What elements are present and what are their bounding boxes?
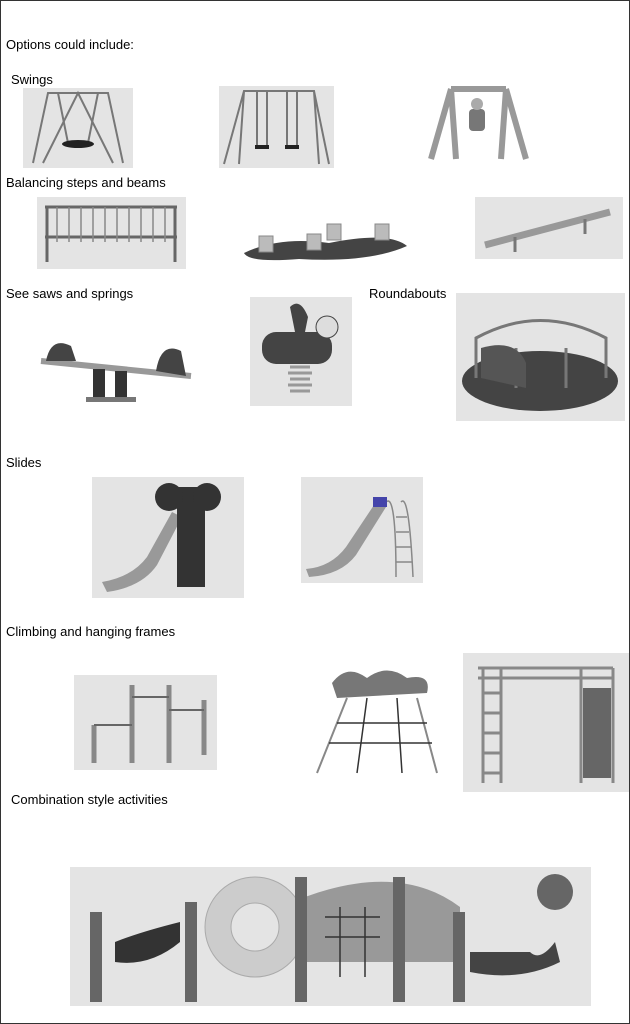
heading-balancing: Balancing steps and beams (6, 175, 166, 190)
roundabout-image (456, 293, 625, 421)
intro-text: Options could include: (6, 37, 134, 52)
stepping-posts-image (239, 221, 411, 263)
monkey-bars-image (463, 653, 629, 792)
balance-beam-image (475, 197, 623, 259)
heading-roundabouts: Roundabouts (369, 286, 447, 301)
combination-unit-image (70, 867, 591, 1006)
ladder-slide-image (301, 477, 423, 583)
heading-swings: Swings (11, 72, 53, 87)
nest-swing-image (23, 88, 133, 168)
heading-climbing: Climbing and hanging frames (6, 624, 176, 639)
seesaw-image (31, 331, 199, 413)
elephant-slide-image (92, 477, 244, 598)
heading-combination: Combination style activities (11, 792, 168, 807)
balance-bridge-image (37, 197, 186, 269)
spring-rider-image (250, 297, 352, 406)
heading-slides: Slides (6, 455, 42, 470)
baby-swing-image (421, 64, 531, 166)
double-swing-image (219, 86, 334, 168)
climbing-net-frame-image (307, 663, 449, 780)
hanging-bars-image (74, 675, 217, 770)
heading-seesaws: See saws and springs (6, 286, 134, 301)
